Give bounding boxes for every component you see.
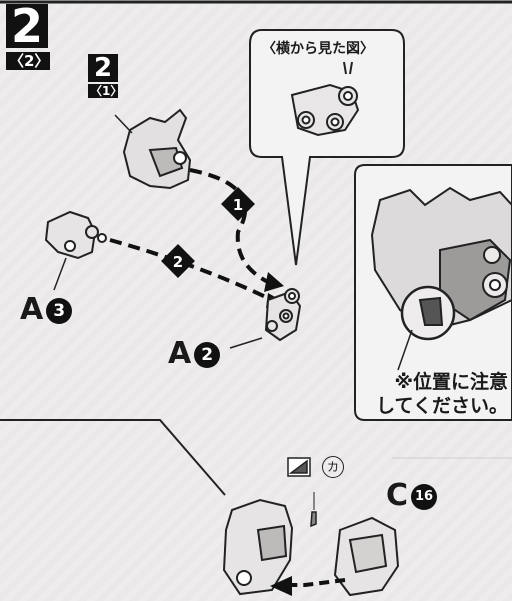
position-note: ※位置に注意 してください。 (358, 370, 508, 418)
arrow-1-marker (221, 187, 255, 221)
part-letter: C (386, 478, 409, 513)
note-line-1: ※位置に注意 (394, 371, 508, 393)
part-letter: A (168, 336, 192, 371)
side-view-title: 〈横から見た図〉 (262, 41, 374, 57)
reference-step-number: 2 (88, 54, 118, 82)
arrow-1-head (264, 272, 284, 292)
arrow-2-marker (161, 244, 195, 278)
reference-step-sub-tag: 〈1〉 (88, 84, 123, 98)
decal-sketch (287, 457, 317, 528)
detail-head-sketch (370, 186, 512, 371)
part-letter: A (20, 292, 44, 327)
lower-panel-divider (0, 419, 226, 496)
side-view-callout (249, 29, 405, 266)
step-number: 2 (6, 3, 48, 49)
step-header: 2 〈2〉 (6, 3, 50, 70)
arrow-1-label: 1 (232, 196, 244, 214)
decal-label: カ (322, 456, 344, 478)
bottom-arrow (270, 576, 346, 596)
reference-step: 2 〈1〉 (88, 54, 123, 98)
arrow-2-label: 2 (172, 253, 184, 271)
note-line-2: してください。 (376, 395, 508, 417)
part-number-badge: 3 (46, 297, 73, 324)
torso-sketch (114, 108, 192, 190)
part-a2-sketch (229, 288, 302, 349)
bottom-assembly-sketch (222, 498, 400, 597)
part-number-badge: 16 (411, 483, 438, 510)
side-view-part (290, 61, 360, 137)
part-number-badge: 2 (194, 341, 221, 368)
assembly-arrows (109, 168, 273, 302)
part-a3-sketch (44, 210, 107, 291)
step-sub-tag: 〈2〉 (6, 52, 50, 70)
